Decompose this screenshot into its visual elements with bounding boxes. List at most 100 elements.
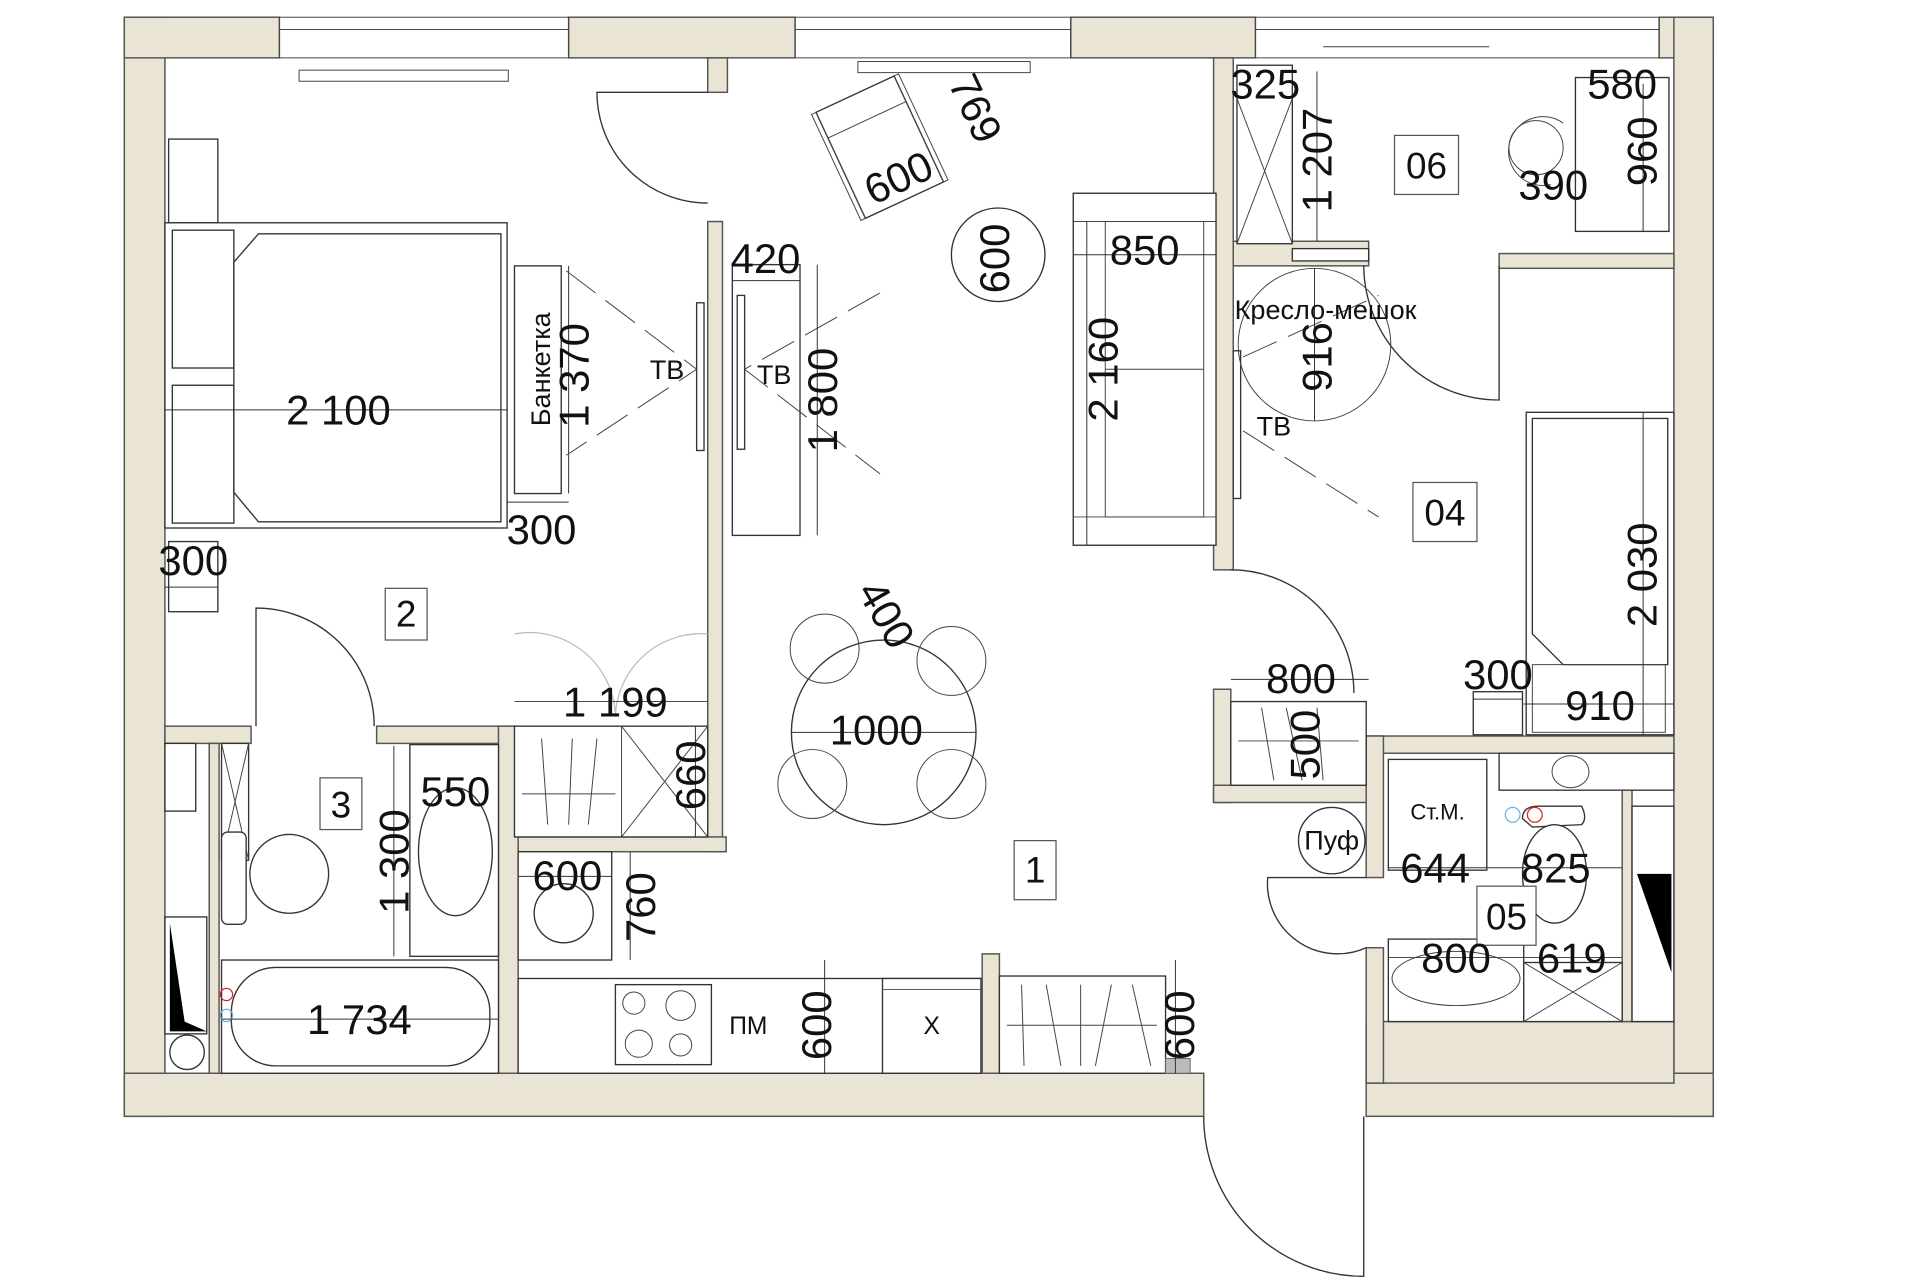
coffee-table: [950, 207, 1046, 303]
dim-coffee-table: 600: [971, 224, 1018, 294]
shaft-top: [164, 742, 197, 812]
room-label-1: 1: [1025, 849, 1046, 890]
dim-wardrobe-living-length: 1 800: [799, 348, 846, 453]
bath05-shelf: [1498, 752, 1675, 791]
wall-bath3-top-right: [375, 725, 516, 745]
toilet-bowl: [249, 833, 330, 914]
wall-wardrobe-bottom: [513, 836, 727, 853]
dim-bath05-shelf: 619: [1537, 934, 1607, 981]
bathroom-05: [1387, 752, 1675, 1023]
door-bath3: [255, 607, 375, 727]
fridge-label: Х: [924, 1013, 940, 1040]
wall-left: [123, 16, 166, 1118]
sink-05: [1391, 950, 1521, 1007]
tv-bedroom-label: ТВ: [650, 354, 685, 385]
bed-mattress: [233, 233, 502, 523]
pillow-2: [171, 384, 235, 524]
radiator-bedroom: [298, 69, 509, 82]
dim-bath3-length: 1 300: [371, 809, 418, 914]
dim-kitchen-sink: 600: [533, 852, 603, 899]
radiator-living: [857, 61, 1031, 74]
walls: [123, 16, 1715, 1118]
tv-room04: [1232, 350, 1242, 500]
door-bath05: [1266, 876, 1367, 955]
dim-kitchen-tall: 600: [1156, 990, 1203, 1060]
room-label-3: 3: [331, 784, 352, 825]
dim-kitchen-counter: 760: [617, 872, 664, 942]
pouf: [1297, 806, 1366, 875]
cold-water-icon: [219, 1008, 234, 1023]
hob: [614, 983, 713, 1066]
dim-sofa-length: 2 160: [1080, 317, 1127, 422]
window-bedroom: [278, 16, 570, 59]
cold-water-05-icon: [1504, 806, 1521, 823]
wall-bottom-left: [123, 1072, 1205, 1118]
dining-chair-3: [777, 749, 848, 819]
dim-wardrobe-living-width: 420: [731, 235, 801, 282]
room-06: [1236, 64, 1670, 262]
hot-water-icon: [219, 987, 234, 1002]
wall-bath05-right: [1621, 786, 1633, 1023]
nightstand-bottom: [167, 540, 219, 613]
dim-bedroom-wardrobe-depth: 660: [667, 741, 714, 811]
bench: [513, 265, 562, 495]
wall-bath3-top-left: [164, 725, 252, 745]
radiators: [298, 61, 1031, 82]
bathroom-3: [164, 742, 500, 1074]
pouf-label: Пуф: [1304, 824, 1359, 855]
dining-chair-4: [916, 749, 987, 819]
wall-bath05-left-bottom: [1365, 946, 1385, 1084]
wall-top-2: [567, 16, 796, 59]
washing-machine-label: Ст.М.: [1410, 800, 1464, 825]
dim-dining-table: 1000: [830, 707, 923, 754]
door-room04: [1230, 569, 1355, 693]
wall-06-bottom-right: [1498, 252, 1675, 270]
dim-bedroom-wardrobe-width: 1 199: [563, 678, 668, 725]
hot-water-05-icon: [1526, 806, 1543, 823]
toilet-tank: [220, 831, 247, 926]
dim-chair06: 390: [1518, 161, 1588, 208]
dim-bath3-sink: 550: [420, 768, 490, 815]
dim-bed04-width: 910: [1565, 682, 1635, 729]
dim-armchair-depth: 769: [940, 67, 1012, 150]
dim-bed04-length: 2 030: [1619, 522, 1666, 627]
dim-sofa-depth: 850: [1110, 227, 1180, 274]
dimension-labels: 2 100 1 370 300 300 420 1 800 600 769 60…: [158, 60, 1665, 1060]
vanity-05: [1387, 938, 1525, 1023]
dim-bathtub: 1 734: [307, 996, 412, 1043]
wall-hall-wardrobe-bottom: [1212, 784, 1370, 804]
doors: [255, 91, 1500, 1278]
bed-04: [1525, 411, 1675, 736]
nightstand-top: [167, 138, 219, 224]
dim-bench-width: 300: [507, 506, 577, 553]
dim-closet06-length: 1 207: [1294, 108, 1341, 213]
wall-top-1: [123, 16, 281, 59]
room-label-04: 04: [1424, 493, 1465, 534]
wall-bath05-left-top: [1365, 735, 1385, 879]
wall-bath05-top: [1365, 735, 1675, 754]
dishwasher-label: ПМ: [729, 1013, 767, 1040]
hall-wardrobe-bottom: [998, 975, 1167, 1074]
dim-bench-length: 1 370: [550, 323, 597, 428]
dim-desk06-length: 960: [1619, 116, 1666, 186]
room-label-05: 05: [1486, 896, 1527, 937]
door-room06: [1363, 265, 1500, 401]
toilet-05: [1521, 823, 1588, 924]
windows: [278, 16, 1660, 59]
window-room06: [1254, 16, 1660, 59]
room-label-06: 06: [1406, 145, 1447, 186]
dim-hall-wardrobe-width: 800: [1266, 655, 1336, 702]
dim-bath05-toilet: 825: [1521, 844, 1591, 891]
dim-beanbag: 916: [1294, 322, 1341, 392]
hall-wardrobe: [1230, 700, 1367, 786]
room-04: [1232, 267, 1675, 736]
bathtub: [220, 959, 500, 1074]
wall-bath05-bottom: [1365, 1020, 1675, 1084]
dim-hall-wardrobe-depth: 500: [1281, 710, 1328, 780]
dining-chair-2: [916, 625, 987, 696]
beanbag-label: Кресло-мешок: [1235, 294, 1417, 325]
living-room: [517, 73, 1369, 1074]
wall-bath3-left: [208, 742, 220, 1074]
dim-bath05-washer: 644: [1400, 844, 1470, 891]
wall-partition-top: [706, 57, 729, 94]
